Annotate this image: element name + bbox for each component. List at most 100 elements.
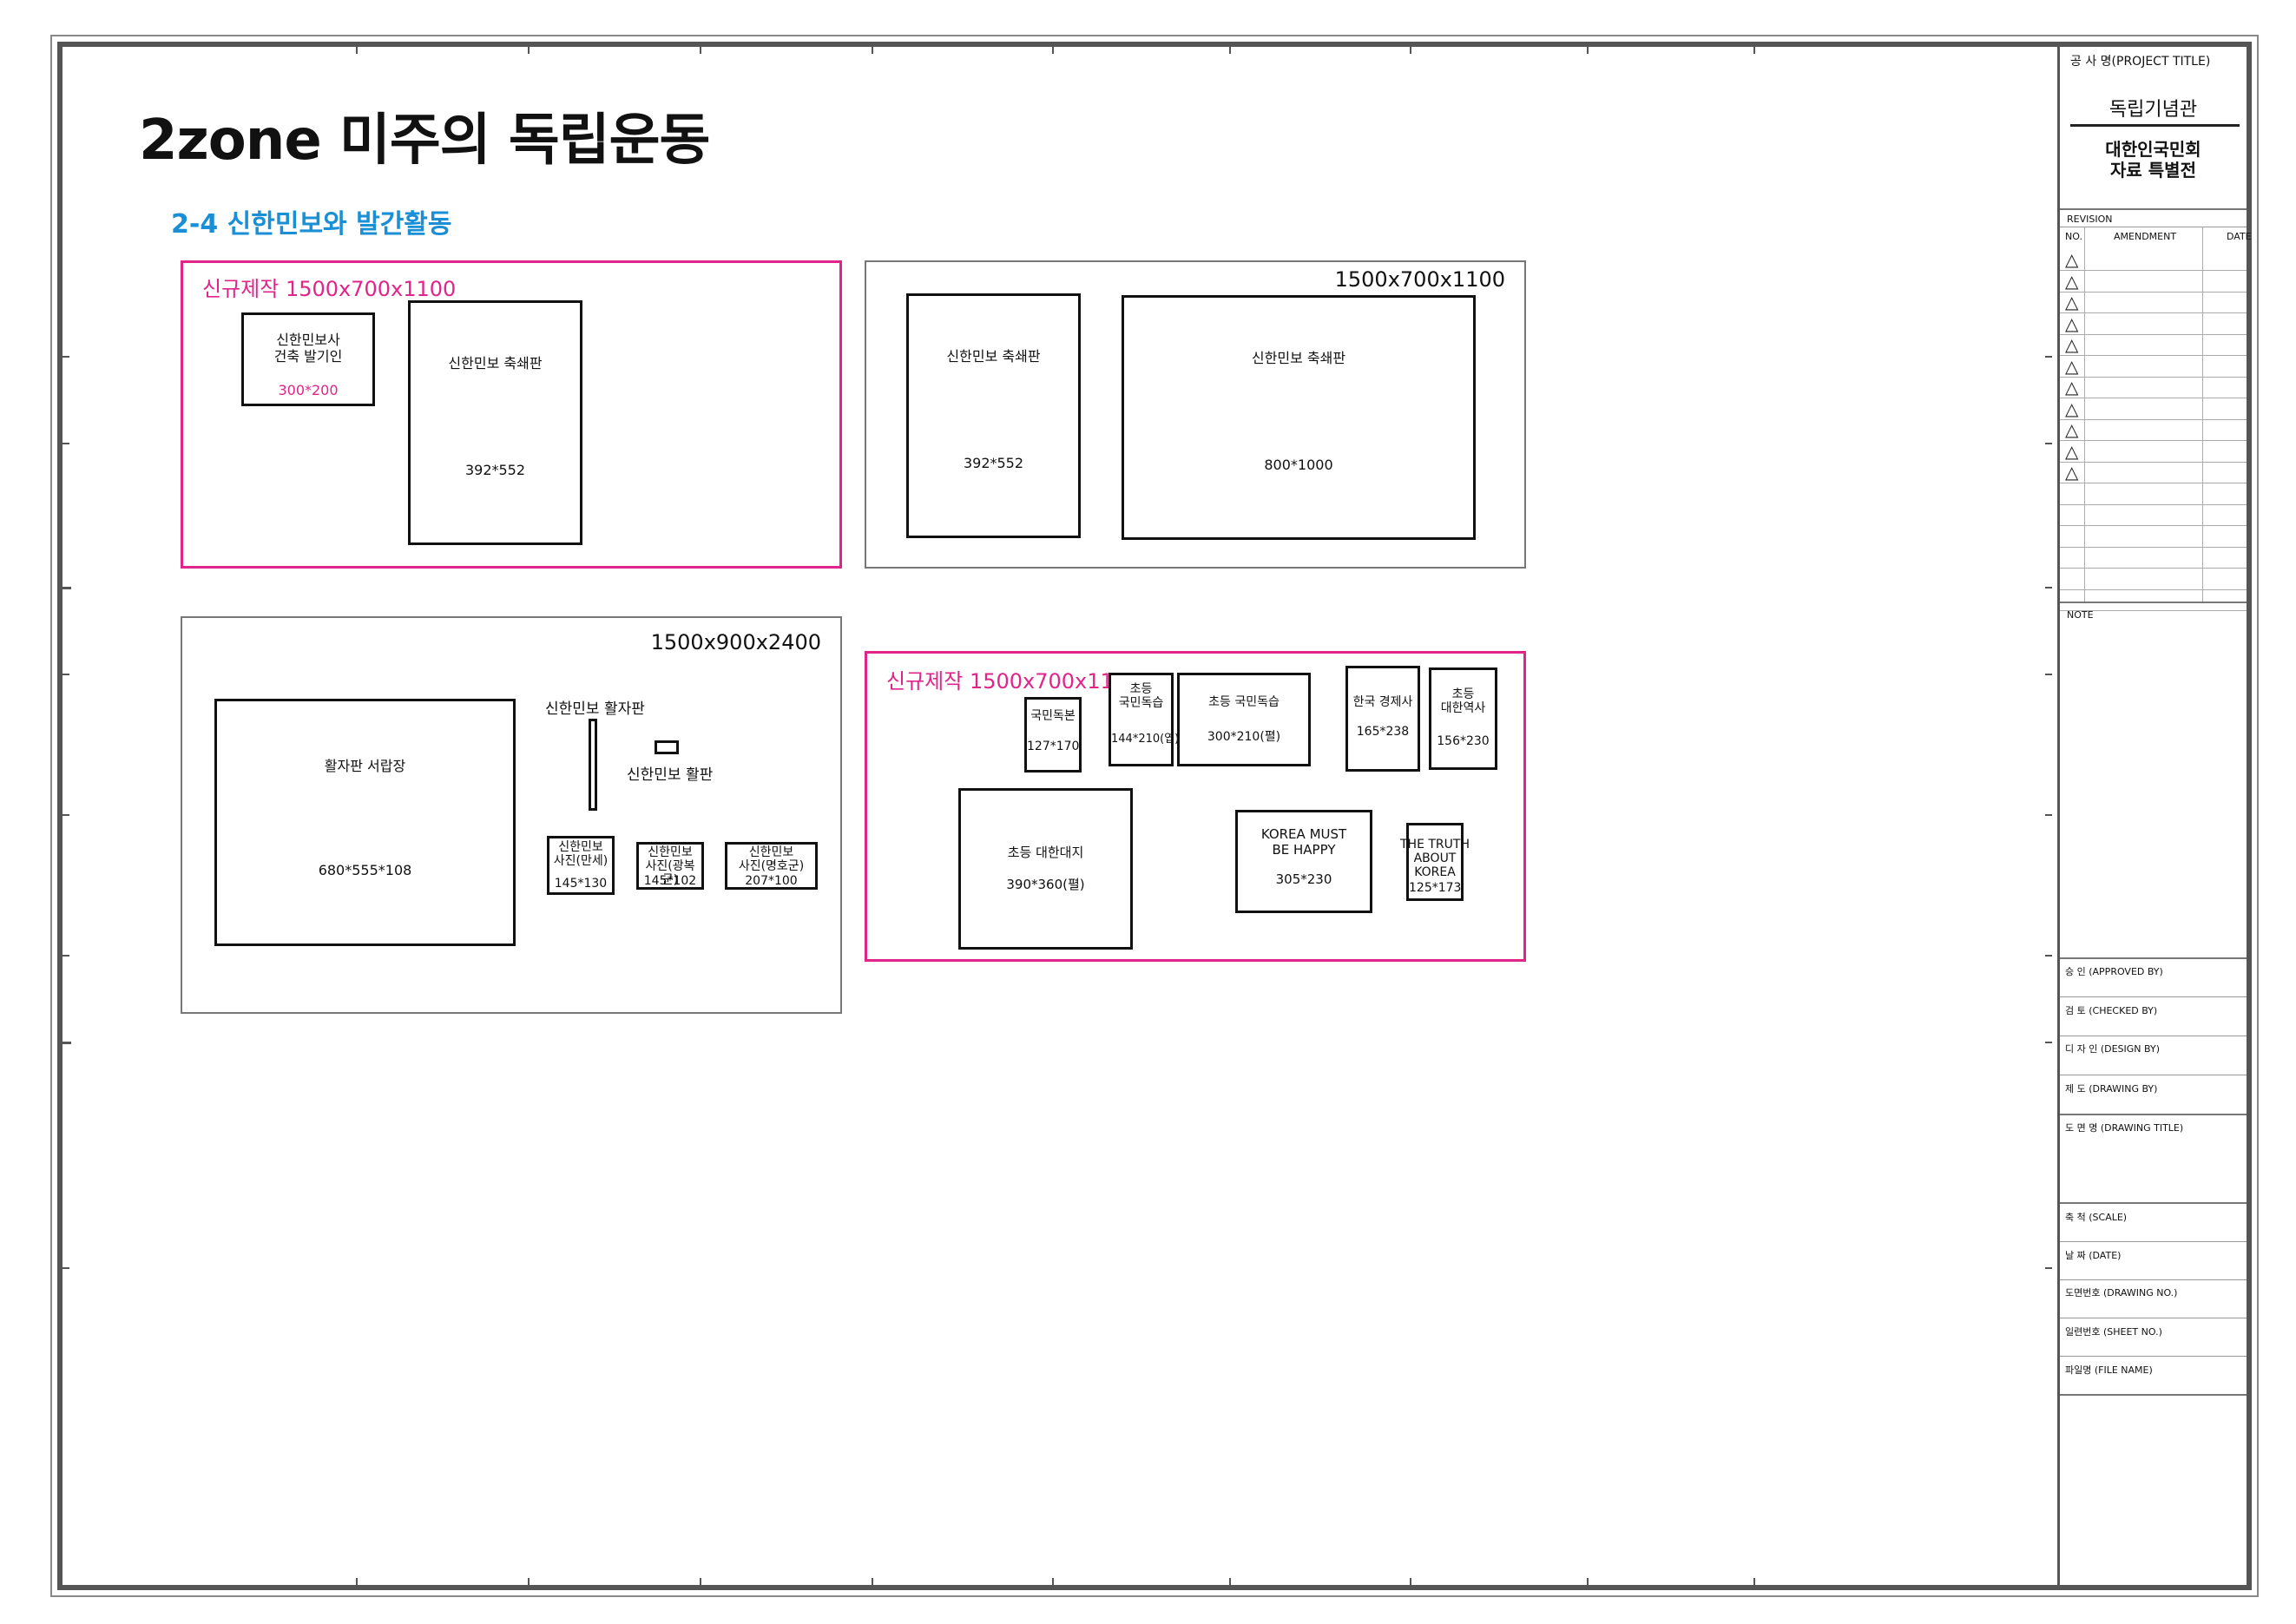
item-label: KOREA MUST BE HAPPY — [1260, 826, 1347, 858]
drawing-frame-outer — [50, 35, 2259, 1597]
frame-tick — [1753, 1578, 1755, 1585]
panel-label: 신규제작 1500x700x1100 — [886, 669, 1141, 694]
frame-tick — [1229, 1578, 1231, 1585]
item-label: 신한민보 사진(광복군) — [645, 845, 695, 887]
item-label: 신한민보 사진(명호군) — [738, 845, 805, 873]
revision-row: △ — [2060, 312, 2247, 335]
item-label-external: 신한민보 활자판 — [545, 700, 645, 718]
revision-col-date: DATE — [2227, 231, 2252, 242]
exhibit-item: 신한민보 사진(명호군) 207*100 — [725, 842, 818, 890]
frame-tick — [528, 1578, 530, 1585]
item-label: 신한민보 축쇄판 — [946, 348, 1041, 365]
section-subtitle: 2-4 신한민보와 발간활동 — [171, 209, 452, 240]
revision-triangle-icon: △ — [2065, 462, 2079, 483]
revision-col-amendment: AMENDMENT — [2114, 231, 2177, 242]
note-label: NOTE — [2067, 609, 2094, 621]
item-dimension: 300*200 — [278, 382, 339, 398]
revision-row — [2060, 588, 2247, 611]
revision-triangle-icon: △ — [2065, 270, 2079, 292]
frame-tick — [356, 47, 358, 54]
item-label: 초등 국민독습 — [1118, 682, 1164, 710]
item-label: 한국 경제사 — [1352, 695, 1413, 709]
item-label: 국민독본 — [1030, 709, 1076, 723]
revision-triangle-icon: △ — [2065, 355, 2079, 377]
exhibit-item-type-block — [655, 740, 679, 754]
revision-row: △ — [2060, 398, 2247, 420]
frame-tick — [1410, 1578, 1411, 1585]
frame-tick — [1587, 1578, 1589, 1585]
frame-tick — [700, 1578, 701, 1585]
item-dimension: 392*552 — [464, 462, 526, 478]
revision-label: REVISION — [2067, 214, 2113, 225]
exhibit-item: 신한민보사 건축 발기인 300*200 — [241, 312, 375, 406]
revision-row: △ — [2060, 333, 2247, 356]
revision-col-no: NO. — [2065, 231, 2082, 242]
item-dimension: 800*1000 — [1264, 457, 1333, 473]
item-label-external: 신한민보 활판 — [627, 766, 714, 784]
project-name-underline — [2070, 124, 2240, 127]
frame-tick — [872, 1578, 873, 1585]
sheet-no-label: 일련번호 (SHEET NO.) — [2065, 1326, 2162, 1338]
item-label: 신한민보 사진(만세) — [553, 840, 609, 868]
item-label: THE TRUTH ABOUT KOREA — [1400, 838, 1470, 879]
frame-tick — [2045, 587, 2052, 588]
item-label: 신한민보사 건축 발기인 — [273, 332, 343, 365]
item-label: 초등 대한역사 — [1440, 687, 1486, 715]
drawing-by-label: 제 도 (DRAWING BY) — [2065, 1083, 2158, 1095]
frame-tick — [62, 443, 69, 444]
item-dimension: 305*230 — [1275, 871, 1332, 887]
exhibit-item: 신한민보 축쇄판 392*552 — [906, 293, 1081, 538]
project-subtitle: 대한인국민회 자료 특별전 — [2105, 139, 2201, 181]
panel-label: 신규제작 1500x700x1100 — [202, 277, 457, 301]
item-dimension: 165*238 — [1356, 725, 1410, 739]
revision-triangle-icon: △ — [2065, 398, 2079, 419]
date-label: 날 짜 (DATE) — [2065, 1250, 2122, 1261]
exhibit-item: KOREA MUST BE HAPPY 305*230 — [1235, 810, 1372, 913]
frame-tick — [62, 674, 69, 675]
item-dimension: 680*555*108 — [318, 862, 412, 878]
exhibit-item-type-plate — [589, 719, 597, 811]
frame-tick — [62, 356, 69, 358]
item-label: 신한민보 축쇄판 — [448, 355, 543, 371]
page-title: 2zone 미주의 독립운동 — [139, 108, 710, 173]
drawing-title-label: 도 면 명 (DRAWING TITLE) — [2065, 1122, 2184, 1134]
item-dimension: 390*360(펼) — [1006, 877, 1085, 892]
frame-tick — [2045, 814, 2052, 816]
frame-tick — [1410, 47, 1411, 54]
file-name-label: 파일명 (FILE NAME) — [2065, 1364, 2153, 1376]
frame-tick — [62, 814, 69, 816]
design-by-label: 디 자 인 (DESIGN BY) — [2065, 1043, 2160, 1055]
approved-by-label: 승 인 (APPROVED BY) — [2065, 966, 2163, 977]
revision-row: △ — [2060, 291, 2247, 313]
frame-tick — [1753, 47, 1755, 54]
drawing-no-label: 도면번호 (DRAWING NO.) — [2065, 1287, 2178, 1299]
frame-tick — [2045, 1042, 2052, 1043]
exhibit-item: 활자판 서랍장 680*555*108 — [214, 699, 516, 946]
revision-row — [2060, 546, 2247, 569]
exhibit-item: 초등 국민독습 300*210(펼) — [1177, 673, 1311, 766]
drawing-frame — [57, 42, 2252, 1590]
frame-tick — [872, 47, 873, 54]
revision-row — [2060, 503, 2247, 526]
revision-triangle-icon: △ — [2065, 334, 2079, 355]
project-name: 독립기념관 — [2109, 99, 2198, 121]
item-dimension: 392*552 — [963, 455, 1024, 471]
checked-by-label: 검 토 (CHECKED BY) — [2065, 1005, 2158, 1016]
frame-tick — [62, 1042, 71, 1044]
frame-tick — [2045, 955, 2052, 957]
frame-tick — [2045, 443, 2052, 444]
exhibit-item: 신한민보 축쇄판 800*1000 — [1122, 295, 1476, 540]
item-dimension: 144*210(엽) — [1111, 733, 1180, 746]
revision-row: △ — [2060, 418, 2247, 441]
panel-label: 1500x900x2400 — [650, 630, 821, 654]
revision-row — [2060, 568, 2247, 590]
revision-row: △ — [2060, 440, 2247, 463]
frame-tick — [1052, 1578, 1054, 1585]
item-label: 활자판 서랍장 — [324, 758, 406, 774]
exhibit-item: 신한민보 축쇄판 392*552 — [408, 300, 582, 545]
frame-tick — [1587, 47, 1589, 54]
frame-tick — [528, 47, 530, 54]
item-label: 초등 대한대지 — [1007, 845, 1084, 860]
exhibit-item: 신한민보 사진(만세) 145*130 — [547, 836, 615, 895]
revision-row: △ — [2060, 376, 2247, 398]
